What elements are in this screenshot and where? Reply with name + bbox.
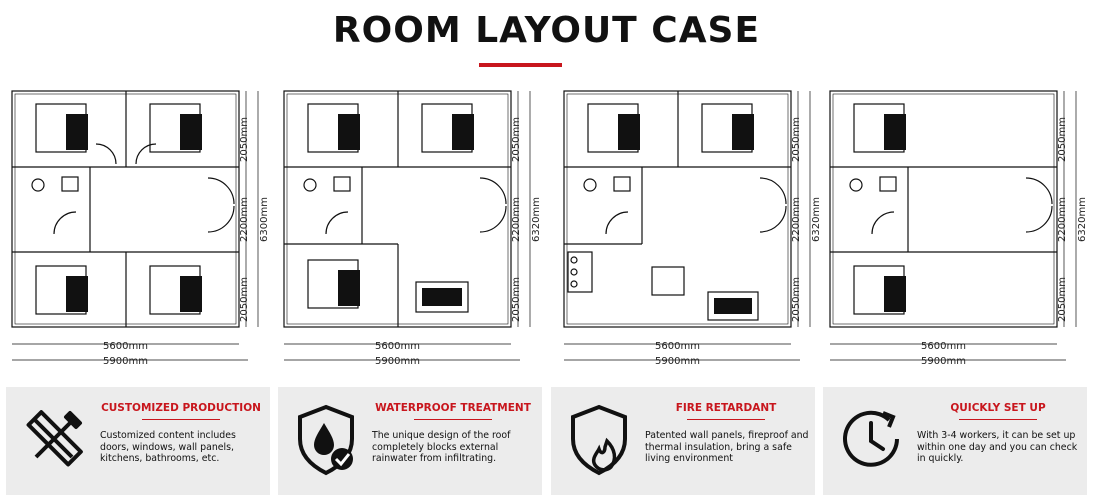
feature-title: WATERPROOF TREATMENT: [375, 402, 531, 414]
dimension-middle: 2200mm: [239, 197, 250, 242]
dimension-inner-width: 5600mm: [655, 341, 700, 352]
feature-description: Patented wall panels, fireproof and ther…: [645, 430, 809, 464]
feature-cards: CUSTOMIZED PRODUCTION Customized content…: [6, 387, 1087, 495]
dimension-inner-width: 5600mm: [375, 341, 420, 352]
feature-card-fire: FIRE RETARDANT Patented wall panels, fir…: [551, 387, 815, 495]
dimension-middle: 2200mm: [1057, 197, 1068, 242]
dimension-bottom: 2050mm: [791, 277, 802, 322]
dimension-total: 6300mm: [259, 197, 270, 242]
feature-description: The unique design of the roof completely…: [372, 430, 511, 464]
feature-title-underline: [414, 419, 492, 420]
feature-card-waterproof: WATERPROOF TREATMENT The unique design o…: [278, 387, 542, 495]
floor-plan-drawing: [829, 90, 1077, 361]
dimension-bottom: 2050mm: [511, 277, 522, 322]
dimension-top: 2050mm: [791, 117, 802, 162]
floor-plan-drawing: [11, 90, 259, 361]
dimension-outer-width: 5900mm: [655, 356, 700, 367]
floor-plan-3: 5600mm 5900mm 2050mm 2200mm 2050mm 6320m…: [560, 82, 825, 372]
dimension-total: 6320mm: [1077, 197, 1088, 242]
floor-plan-1: 5600mm 5900mm 2050mm 2200mm 2050mm 6300m…: [8, 82, 273, 372]
dimension-top: 2050mm: [239, 117, 250, 162]
dimension-top: 2050mm: [511, 117, 522, 162]
dimension-middle: 2200mm: [511, 197, 522, 242]
fire-shield-icon: [571, 404, 627, 476]
dimension-outer-width: 5900mm: [921, 356, 966, 367]
feature-title-underline: [142, 419, 220, 420]
feature-title: QUICKLY SET UP: [950, 402, 1046, 414]
feature-title-underline: [687, 419, 765, 420]
floor-plans: 5600mm 5900mm 2050mm 2200mm 2050mm 6300m…: [0, 82, 1093, 372]
feature-card-customized: CUSTOMIZED PRODUCTION Customized content…: [6, 387, 270, 495]
dimension-total: 6320mm: [531, 197, 542, 242]
dimension-middle: 2200mm: [791, 197, 802, 242]
feature-description: Customized content includes doors, windo…: [100, 430, 236, 464]
floor-plan-drawing: [283, 90, 531, 361]
feature-title-underline: [959, 419, 1037, 420]
floor-plan-2: 5600mm 5900mm 2050mm 2200mm 2050mm 6320m…: [280, 82, 545, 372]
dimension-inner-width: 5600mm: [921, 341, 966, 352]
dimension-outer-width: 5900mm: [375, 356, 420, 367]
clock-icon: [843, 410, 899, 467]
dimension-bottom: 2050mm: [1057, 277, 1068, 322]
dimension-inner-width: 5600mm: [103, 341, 148, 352]
waterproof-shield-icon: [298, 404, 354, 476]
dimension-outer-width: 5900mm: [103, 356, 148, 367]
dimension-bottom: 2050mm: [239, 277, 250, 322]
dimension-total: 6320mm: [811, 197, 822, 242]
dimension-top: 2050mm: [1057, 117, 1068, 162]
feature-description: With 3-4 workers, it can be set up withi…: [917, 430, 1078, 464]
floor-plan-4: 5600mm 5900mm 2050mm 2200mm 2050mm 6320m…: [826, 82, 1091, 372]
feature-title: FIRE RETARDANT: [675, 402, 777, 414]
page-title: ROOM LAYOUT CASE: [332, 10, 761, 51]
title-underline: [479, 63, 562, 67]
feature-title: CUSTOMIZED PRODUCTION: [101, 402, 261, 414]
pencil-ruler-icon: [26, 410, 83, 467]
feature-card-setup: QUICKLY SET UP With 3-4 workers, it can …: [823, 387, 1087, 495]
floor-plan-drawing: [563, 90, 811, 361]
